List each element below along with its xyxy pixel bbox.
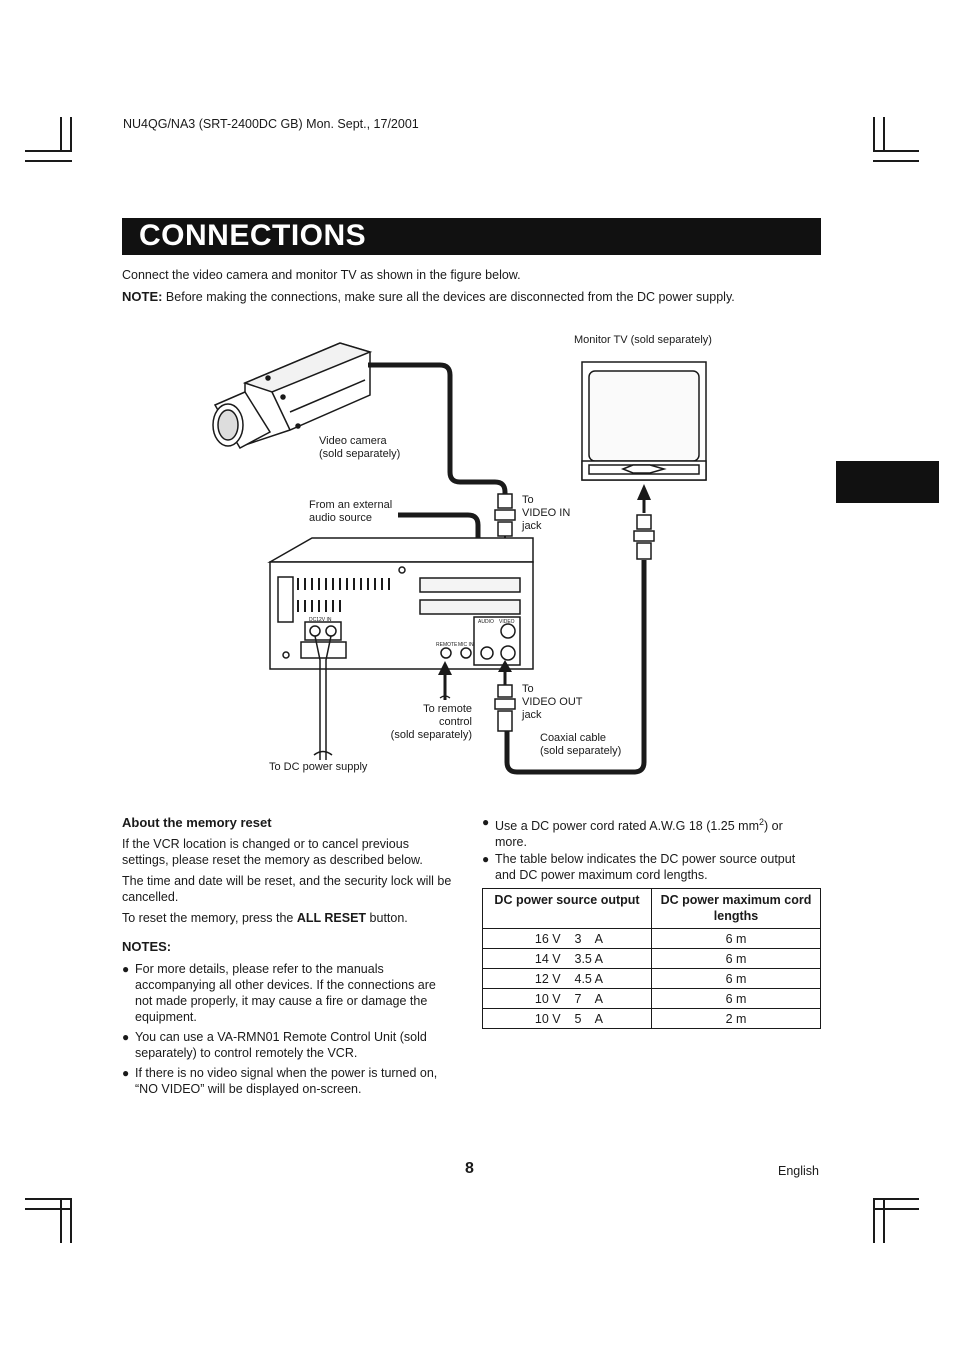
intro-text: Connect the video camera and monitor TV … <box>122 268 521 282</box>
note-text: Before making the connections, make sure… <box>162 290 735 304</box>
page-title: CONNECTIONS <box>139 219 367 252</box>
audio-source-label-line1: From an external <box>309 499 393 511</box>
audio-source-label-line2: audio source <box>309 512 372 524</box>
bullet-icon: ● <box>122 1066 130 1080</box>
dc-in-label: DC12V IN <box>309 617 332 623</box>
monitor-connector <box>633 514 655 560</box>
video-out-label-line1: To <box>522 683 534 695</box>
note-line: NOTE: Before making the connections, mak… <box>122 289 735 304</box>
monitor-tv-illustration <box>581 361 707 481</box>
memory-reset-para-2: The time and date will be reset, and the… <box>122 874 452 904</box>
memory-reset-para-1: If the VCR location is changed or to can… <box>122 837 423 867</box>
video-in-label-line2: VIDEO IN <box>522 507 571 519</box>
bullet-icon: ● <box>122 1030 130 1044</box>
section-tab <box>836 461 939 503</box>
vcr-illustration <box>267 537 534 670</box>
remote-label-line2: control <box>438 716 472 728</box>
dc-power-table: DC power source output DC power maximum … <box>482 888 821 1029</box>
memory-reset-heading: About the memory reset <box>122 815 272 830</box>
note-label: NOTE: <box>122 289 163 304</box>
dc-supply-label: To DC power supply <box>269 761 368 773</box>
title-bar: CONNECTIONS <box>122 218 821 255</box>
notes-heading: NOTES: <box>122 939 172 954</box>
camera-label-line2: (sold separately) <box>319 448 401 460</box>
video-in-label-line3: jack <box>522 520 542 532</box>
vcr-vents <box>297 578 390 612</box>
memory-reset-para-3: To reset the memory, press the ALL RESET… <box>122 911 408 925</box>
coax-label-line2: (sold separately) <box>540 745 622 757</box>
audio-jack-label: AUDIO <box>478 619 494 625</box>
remote-label-line3: (sold separately) <box>390 729 472 741</box>
mic-jack-label: MIC IN <box>458 642 474 648</box>
bullet-icon: ● <box>122 962 130 976</box>
job-header: NU4QG/NA3 (SRT-2400DC GB) Mon. Sept., 17… <box>123 117 419 131</box>
coax-label-line1: Coaxial cable <box>540 732 607 744</box>
remote-jack-label: REMOTE <box>436 642 458 648</box>
video-out-label-line2: VIDEO OUT <box>522 696 583 708</box>
bullet-icon: ● <box>482 815 490 829</box>
table-header-output: DC power source output <box>482 888 652 929</box>
page-number: 8 <box>465 1160 474 1177</box>
video-out-label-line3: jack <box>522 709 542 721</box>
all-reset-label: ALL RESET <box>296 911 367 925</box>
table-header-length: DC power maximum cord lengths <box>651 888 821 929</box>
video-jack-label: VIDEO <box>499 619 515 625</box>
language-label: English <box>778 1164 819 1178</box>
video-out-connector <box>494 684 516 732</box>
monitor-label: Monitor TV (sold separately) <box>574 334 712 346</box>
video-camera-illustration <box>212 342 373 450</box>
remote-label-line1: To remote <box>423 703 472 715</box>
dc-power-cord <box>313 635 333 760</box>
camera-label-line1: Video camera <box>319 435 387 447</box>
video-in-label-line1: To <box>522 494 534 506</box>
bullet-icon: ● <box>482 852 490 866</box>
connection-diagram: DC12V IN REMOTE MIC IN AUDIO VIDEO <box>212 342 707 775</box>
